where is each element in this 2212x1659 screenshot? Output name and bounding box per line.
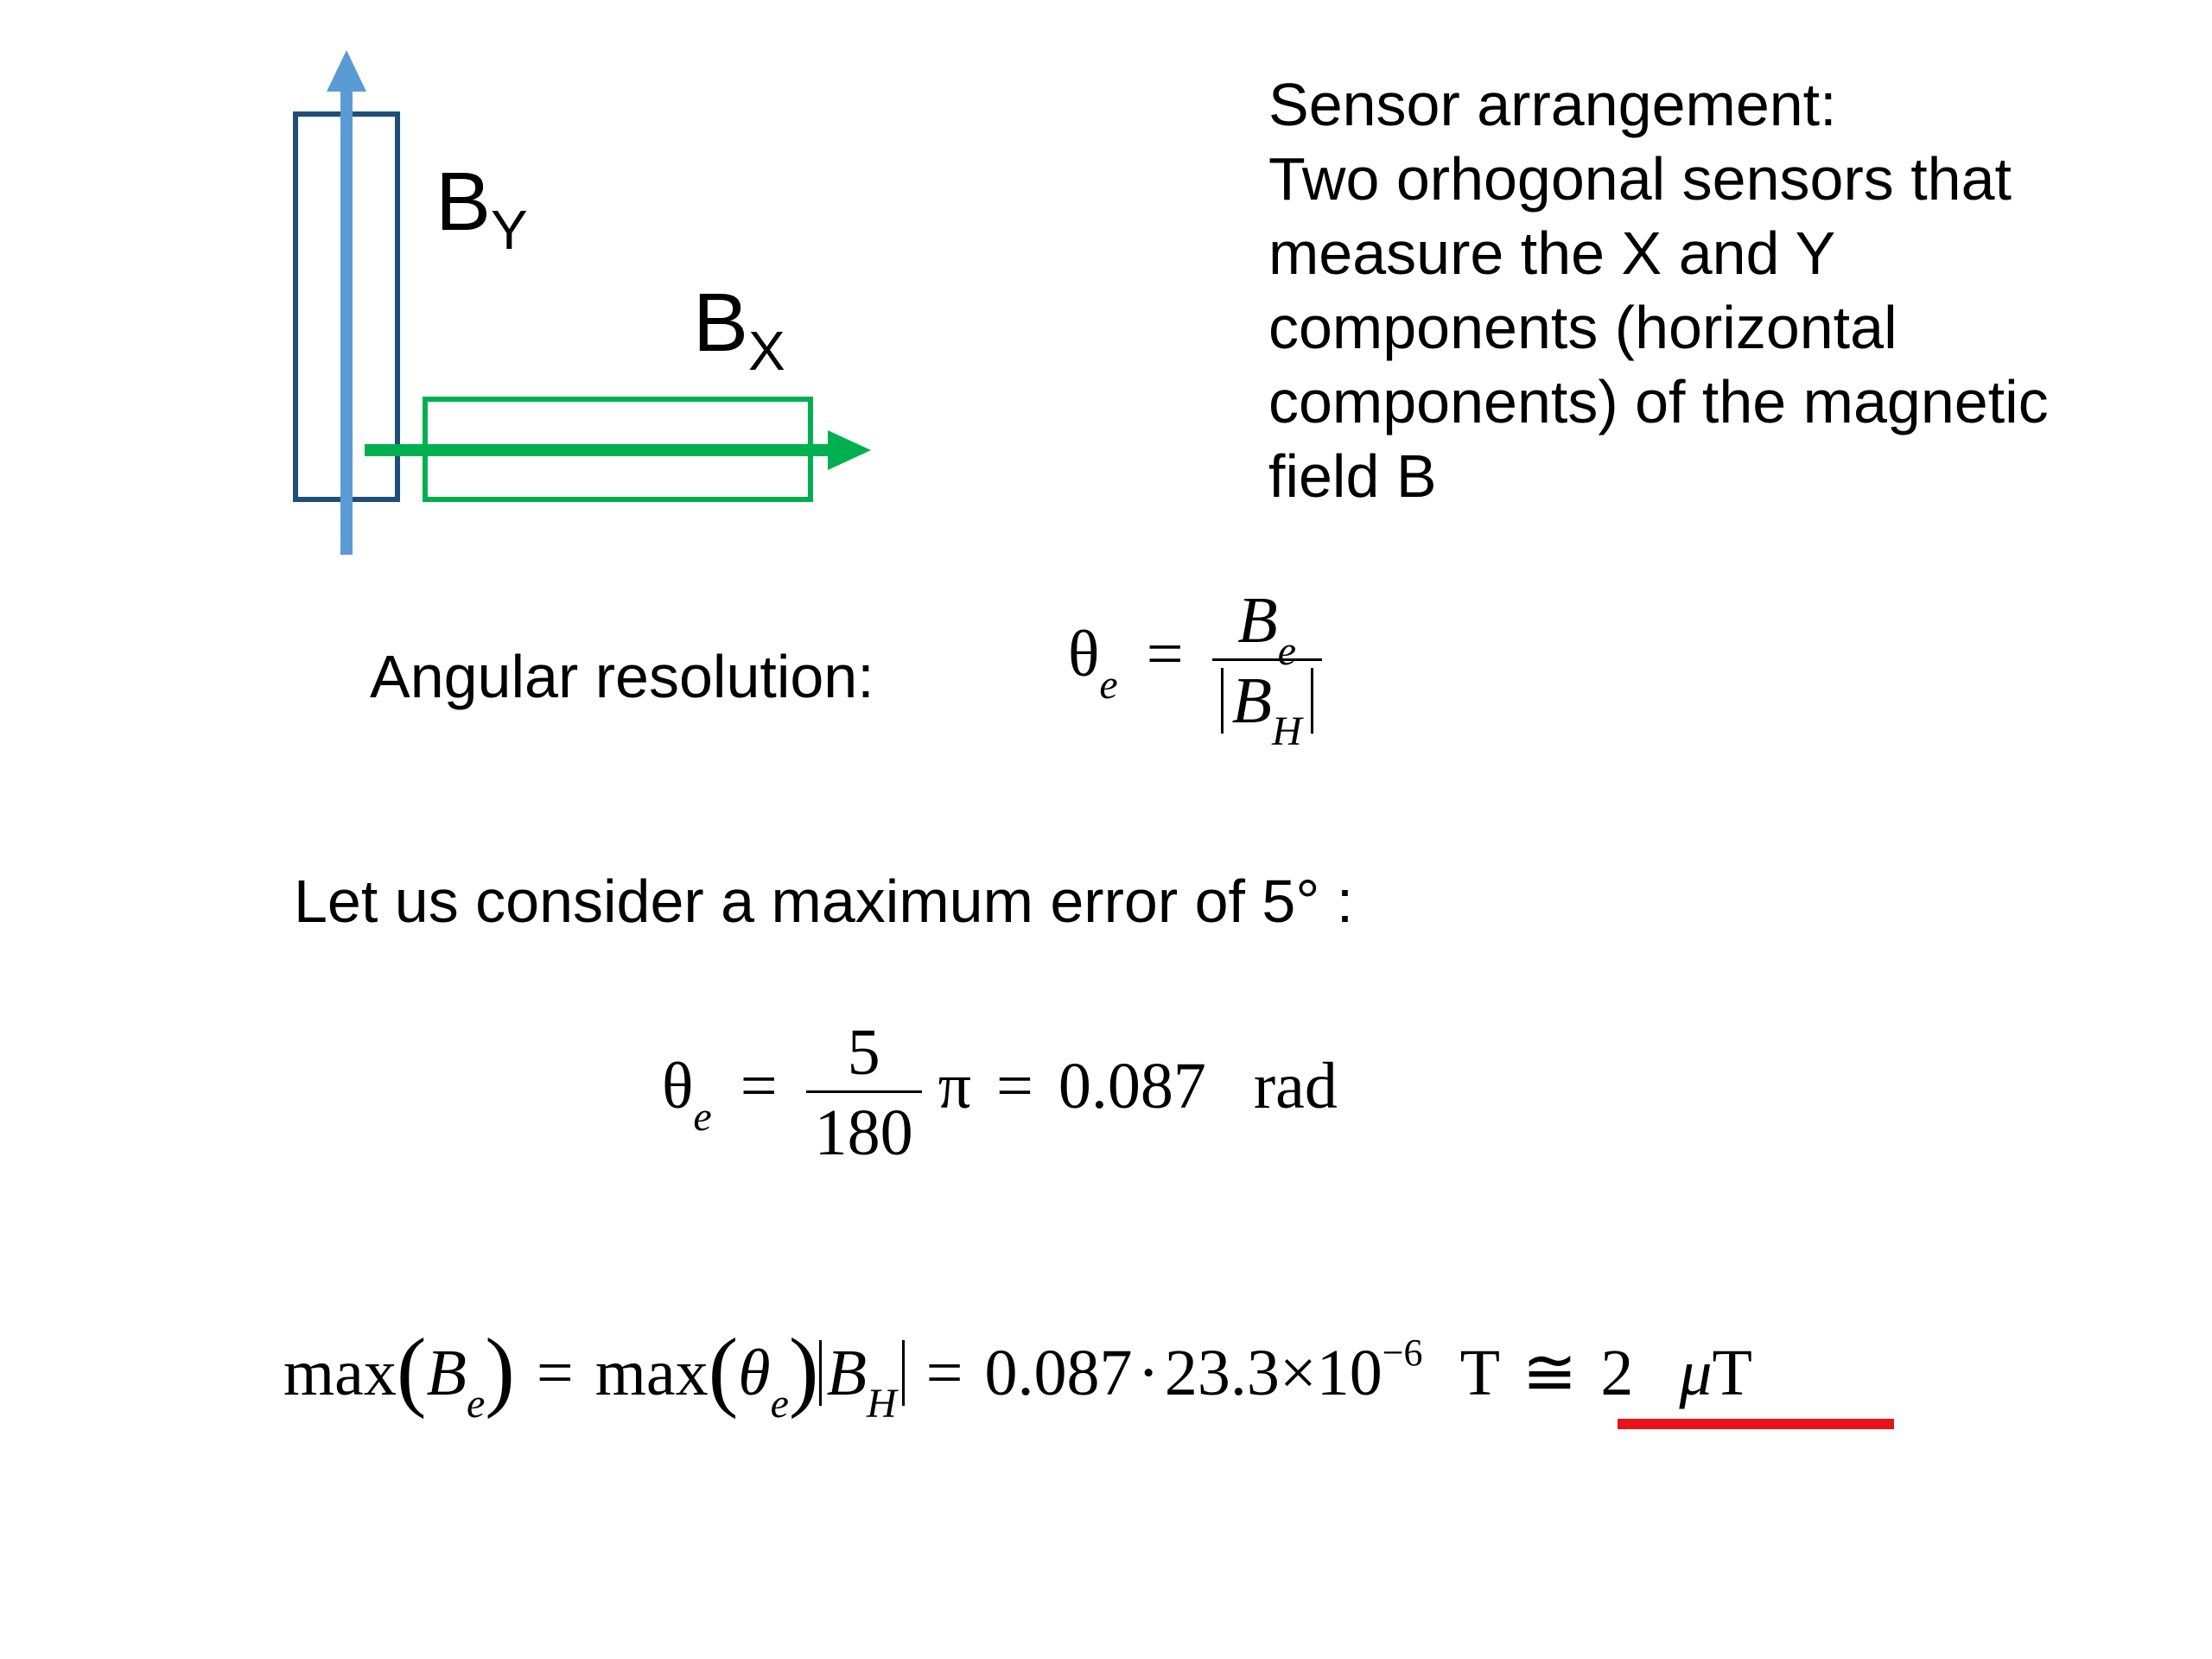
be-calculation: max(Be) = max(θe)BH = 0.087·23.3×10−6 T … xyxy=(283,1320,1752,1427)
by-label: BY xyxy=(435,156,528,261)
y-arrow-head xyxy=(327,50,366,92)
result-underline xyxy=(1618,1419,1894,1429)
x-arrow-head xyxy=(828,430,871,470)
theta-calculation: θe = 5 180 π = 0.087 rad xyxy=(662,1016,1338,1169)
angular-fraction: Be BH xyxy=(1211,588,1322,753)
angular-resolution-label: Angular resolution: xyxy=(370,643,874,710)
description-line: field B xyxy=(1268,442,1437,510)
bx-label: BX xyxy=(693,276,785,382)
description-line: measure the X and Y xyxy=(1268,219,1836,287)
angular-resolution-formula: θe = Be BH xyxy=(1068,588,1322,753)
theta-fraction: 5 180 xyxy=(805,1020,922,1166)
description-line: components (horizontal xyxy=(1268,294,1897,361)
description-line: Two orhogonal sensors that xyxy=(1268,145,2012,213)
max-error-statement: Let us consider a maximum error of 5° : xyxy=(294,868,1354,935)
description-line: components) of the magnetic xyxy=(1268,368,2049,435)
sensor-diagram xyxy=(293,50,871,555)
description-line: Sensor arrangement: xyxy=(1268,71,1837,138)
sensor-description: Sensor arrangement: Two orhogonal sensor… xyxy=(1268,67,2184,513)
